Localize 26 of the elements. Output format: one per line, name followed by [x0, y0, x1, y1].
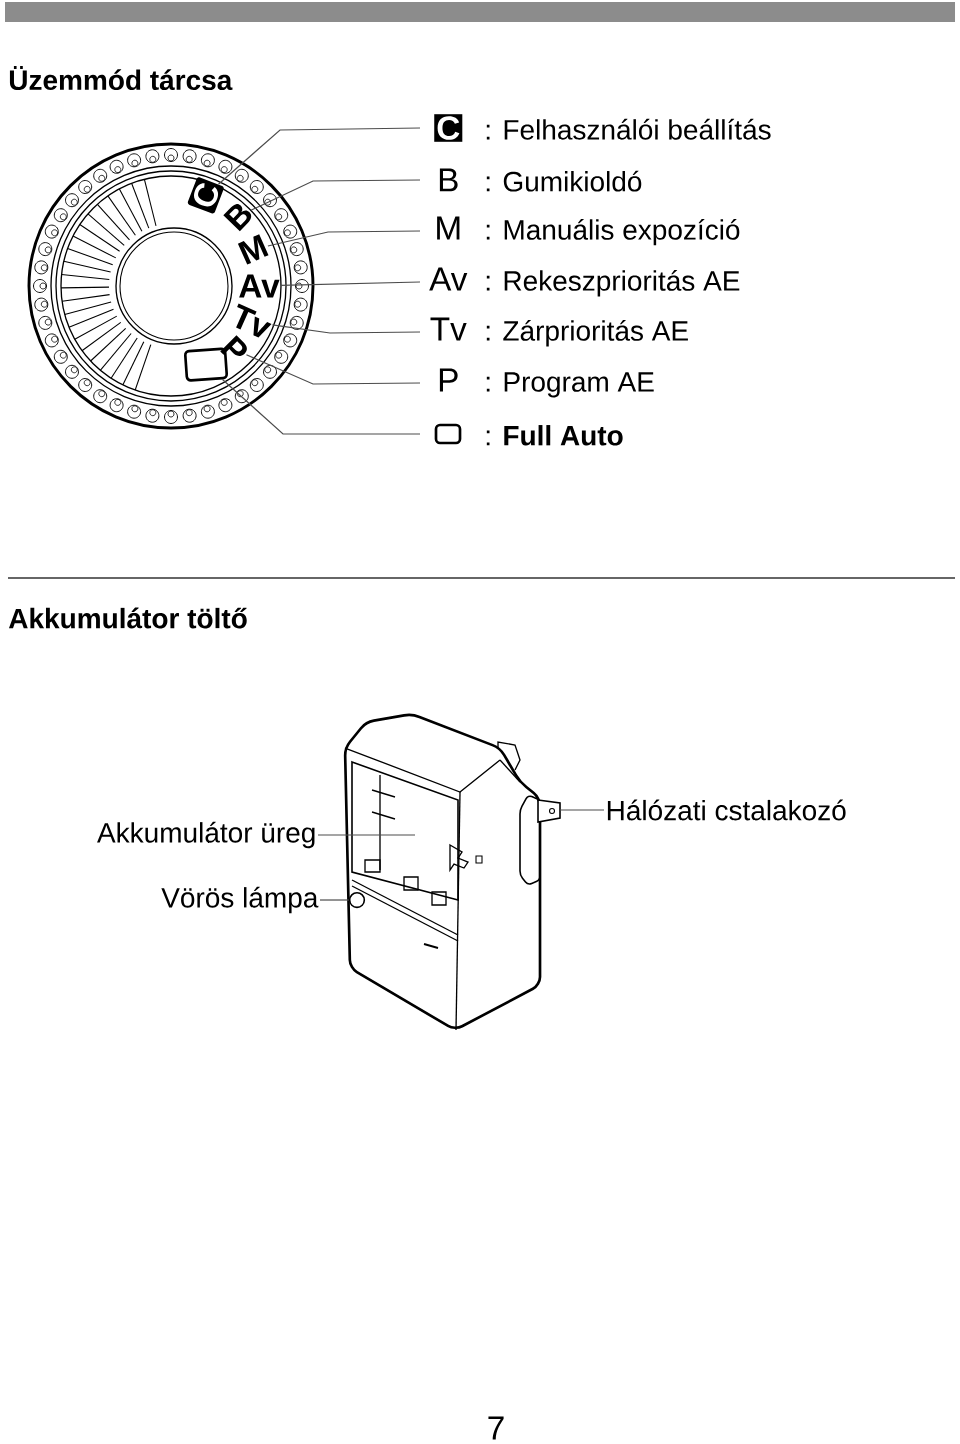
leader-line: [217, 127, 421, 185]
node-label: : Full Auto: [486, 425, 623, 446]
mode-legend-entry: : Full Auto: [434, 423, 623, 446]
dial-label: B: [223, 204, 252, 232]
mode-legend-entry: C : Felhasználói beállítás: [434, 114, 771, 142]
mode-legend-entry: Av : Rekeszprioritás AE: [429, 267, 740, 297]
leader-line: [319, 899, 350, 901]
mode-legend-entry: P : Program AE: [439, 368, 654, 398]
mode-legend-entry: B : Gumikioldó: [439, 168, 642, 192]
dial-label: M: [237, 234, 269, 265]
indicator-lamp: [348, 891, 366, 909]
leader-line: [280, 281, 421, 287]
page-number: 7: [488, 1416, 504, 1440]
section-title: Akkumulátor töltő: [8, 607, 247, 629]
mode-legend-entry: Tv : Zárprioritás AE: [430, 317, 688, 347]
leader-line: [559, 809, 605, 811]
callout-label: Akkumulátor üreg: [97, 821, 315, 849]
battery-charger-drawing: [343, 713, 561, 1031]
callout-label: Vörös lámpa: [161, 886, 319, 914]
leader-line: [267, 230, 421, 247]
leader-line: [317, 834, 416, 836]
callout-label: Hálózati cstalakozó: [607, 799, 846, 821]
node-label: : Felhasználói beállítás: [486, 118, 771, 140]
dial-label: Av: [239, 274, 280, 298]
section-title: Üzemmód tárcsa: [9, 65, 233, 91]
mode-legend-entry: M : Manuális expozíció: [437, 216, 740, 246]
